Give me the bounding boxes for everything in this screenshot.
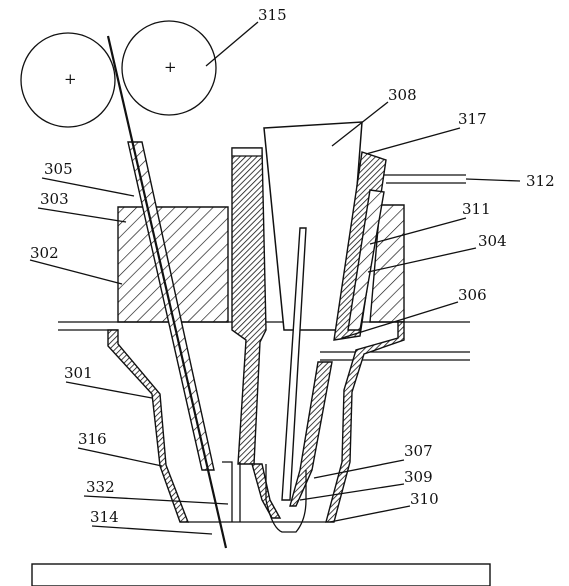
left-roller [20,32,116,128]
label-312: 312 [526,172,555,190]
label-305: 305 [44,160,73,178]
label-302: 302 [30,244,59,262]
electrode-rod [281,227,307,501]
label-306: 306 [458,286,487,304]
right-roller-center: + [164,58,177,76]
filler-wire [106,35,228,549]
right-cone [333,151,387,341]
label-307: 307 [404,442,433,460]
leader-lines [29,21,521,535]
torch-left-wall [231,147,267,465]
right-roller [121,20,217,116]
cone-311 [347,189,385,331]
reference-labels: 315 308 317 305 312 303 311 304 302 306 … [30,6,555,526]
label-311: 311 [462,200,491,218]
label-304: 304 [478,232,507,250]
label-332: 332 [86,478,115,496]
label-303: 303 [40,190,69,208]
feed-rollers: + + [20,20,217,128]
label-315: 315 [258,6,287,24]
label-309: 309 [404,468,433,486]
workpiece [31,563,491,586]
electrode [222,227,307,533]
torch-body [231,147,267,465]
label-314: 314 [90,508,119,526]
label-317: 317 [458,110,487,128]
label-316: 316 [78,430,107,448]
label-310: 310 [410,490,439,508]
label-308: 308 [388,86,417,104]
label-301: 301 [64,364,93,382]
outer-housing-left-wall [107,329,190,523]
nozzle-right-wall [289,361,333,507]
left-roller-center: + [64,70,77,88]
wire-guide-tube [106,35,228,549]
